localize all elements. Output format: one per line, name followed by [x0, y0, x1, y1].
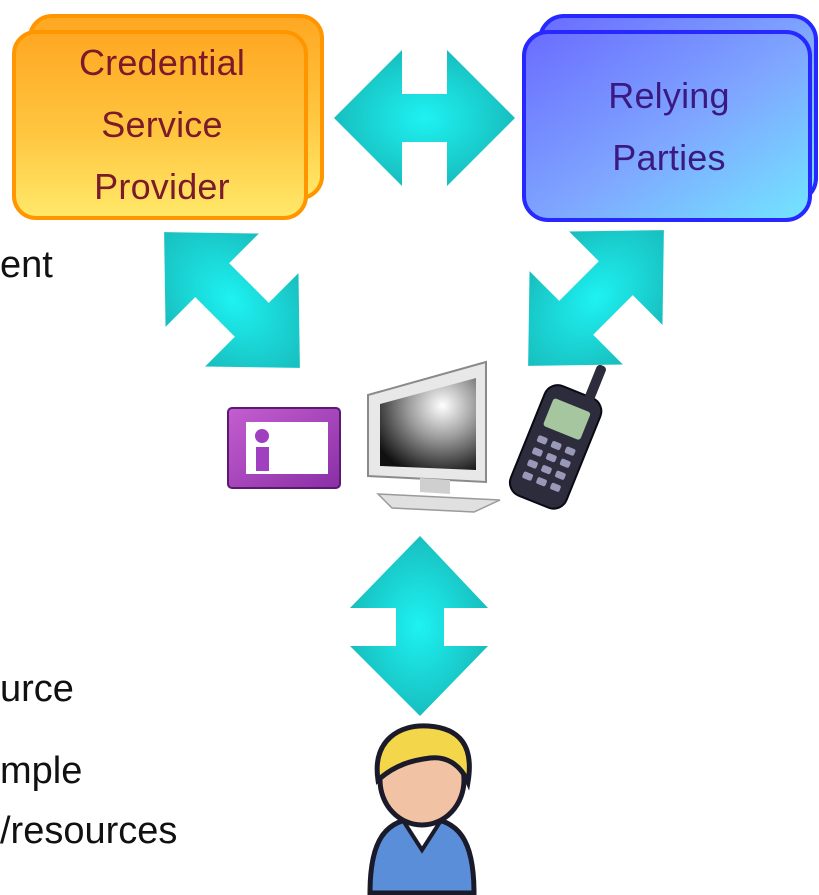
device-user-double-arrow: [350, 536, 488, 716]
csp-rp-double-arrow: [334, 50, 515, 186]
relying-parties-node: [522, 14, 818, 222]
csp-label-line-2: Service: [101, 104, 223, 146]
csp-label-line-1: Credential: [78, 42, 246, 84]
csp-device-double-arrow: [164, 232, 300, 368]
csp-label: Credential Service Provider: [14, 32, 310, 218]
csp-label-line-3: Provider: [94, 165, 230, 207]
cropped-text-4: /resources: [0, 810, 178, 852]
rp-label: Relying Parties: [524, 42, 814, 212]
rp-device-double-arrow: [528, 230, 664, 366]
rp-label-line-1: Relying: [608, 75, 730, 117]
id-card-icon: [227, 407, 341, 489]
user-icon: [367, 723, 477, 895]
mobile-phone-icon: [508, 364, 606, 510]
cropped-text-1: ent: [0, 244, 53, 286]
cropped-text-3: mple: [0, 750, 83, 792]
rp-label-line-2: Parties: [612, 137, 726, 178]
credential-service-provider-node: [12, 14, 324, 220]
computer-monitor-icon: [367, 360, 501, 513]
cropped-text-2: urce: [0, 668, 74, 710]
